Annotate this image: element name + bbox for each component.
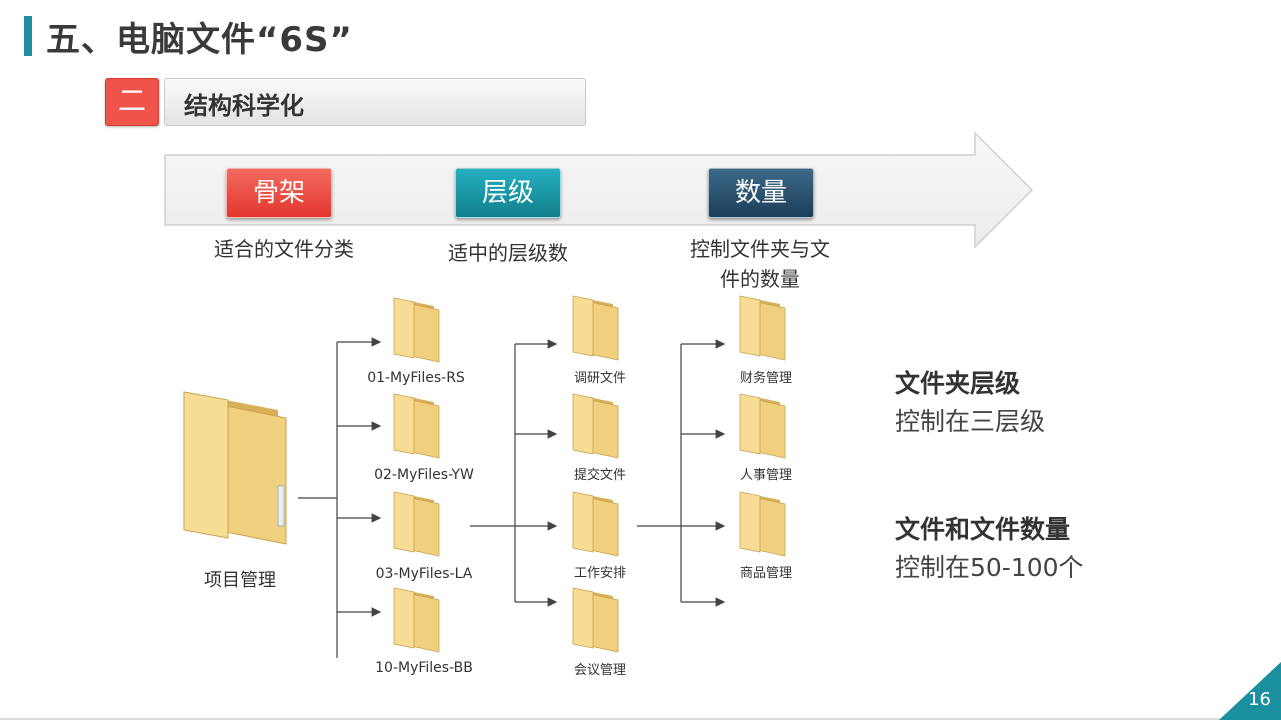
folder-icon [393, 491, 440, 557]
root-folder-label: 项目管理 [204, 570, 276, 591]
folder-icon [183, 391, 287, 545]
folder-icon [572, 295, 619, 361]
pillar-skeleton-desc: 适合的文件分类 [214, 237, 354, 261]
folder-icon [739, 491, 786, 557]
note-heading: 文件夹层级 [895, 369, 1021, 398]
section-label: 结构科学化 [184, 92, 304, 120]
pillar-skeleton: 骨架 [226, 168, 332, 218]
pillar-quantity-desc-line1: 控制文件夹与文 [690, 237, 830, 261]
folder-icon [739, 393, 786, 459]
folder-icon [572, 491, 619, 557]
folder-icon [739, 295, 786, 361]
tree-connectors [298, 337, 726, 658]
level3-label: 人事管理 [739, 468, 792, 483]
level1-label: 03-MyFiles-LA [375, 566, 473, 582]
level2-label: 会议管理 [573, 663, 626, 678]
page-title: 五、电脑文件“6S” [46, 20, 353, 60]
section-label-box [164, 78, 586, 126]
pillar-hierarchy: 层级 [455, 168, 561, 218]
level2-label: 提交文件 [573, 468, 626, 483]
pillar-hierarchy-desc: 适中的层级数 [448, 241, 568, 265]
process-arrow [164, 131, 1034, 249]
page-number: 16 [1248, 689, 1271, 710]
note-heading: 文件和文件数量 [895, 515, 1071, 544]
level1-label: 10-MyFiles-BB [375, 660, 473, 676]
folder-icon [393, 587, 440, 653]
level3-label: 财务管理 [739, 371, 792, 386]
page-corner [1219, 662, 1281, 720]
folder-icon [393, 297, 440, 363]
pillar-quantity-desc: 控制文件夹与文 件的数量 [670, 234, 850, 294]
folder-icon [572, 393, 619, 459]
folder-icon [393, 393, 440, 459]
note-text: 控制在三层级 [895, 407, 1046, 436]
pillar-quantity-desc-line2: 件的数量 [720, 267, 800, 291]
level1-label: 02-MyFiles-YW [374, 467, 474, 483]
pillar-quantity: 数量 [708, 168, 814, 218]
level1-label: 01-MyFiles-RS [367, 370, 465, 386]
note-text: 控制在50-100个 [895, 553, 1084, 582]
footer-divider [0, 718, 1220, 720]
folder-icon [572, 587, 619, 653]
level2-label: 调研文件 [573, 371, 626, 386]
title-accent-bar [24, 16, 32, 56]
level2-label: 工作安排 [573, 566, 626, 581]
level3-label: 商品管理 [739, 566, 792, 581]
section-number-badge: 二 [105, 78, 159, 126]
